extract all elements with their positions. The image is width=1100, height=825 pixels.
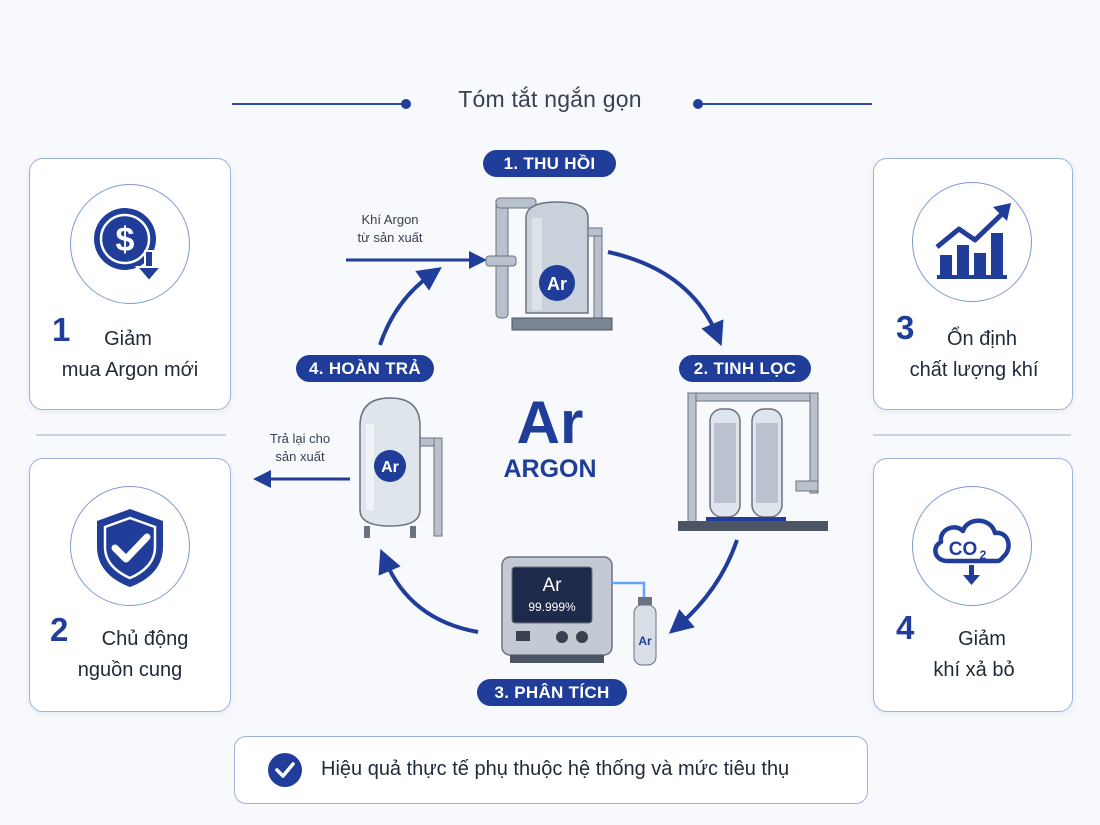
page-title: Tóm tắt ngắn gọn [458,86,642,112]
divider-left [36,434,226,436]
center-name: ARGON [503,455,597,483]
analyzer-symbol: Ar [543,575,563,596]
co2-cloud-icon: CO 2 [933,518,1011,585]
return-tank-illustration: Ar [359,397,443,538]
shield-check-icon [97,509,163,587]
cylinder-symbol: Ar [638,634,652,648]
output-label-line1: Trả lại cho [269,431,331,446]
co2-subscript: 2 [980,548,987,562]
return-tank-symbol: Ar [381,459,399,476]
tank-symbol: Ar [547,274,567,294]
analyzer-illustration: Ar 99.999% Ar [501,556,657,666]
benefit-card-4: CO 2 4 Giảm khí xả bỏ [873,458,1073,712]
benefit-icon-circle: CO 2 [912,486,1032,606]
input-label-line1: Khí Argon [361,212,419,227]
input-label-line2: từ sản xuất [357,230,423,245]
arrow-4-to-1 [378,267,442,346]
benefit-card-2: 2 Chủ động nguồn cung [29,458,231,712]
benefit-label-line2: chất lượng khí [909,359,1039,381]
footer-text: Hiệu quả thực tế phụ thuộc hệ thống và m… [321,758,790,780]
arrow-1-to-2 [607,250,724,347]
chart-up-icon [935,203,1011,279]
center-symbol: Ar [516,389,584,456]
divider-right [873,434,1071,436]
benefit-label-line2: khí xả bỏ [933,659,1015,681]
purification-filters-illustration [678,392,828,531]
step-1-label: 1. THU HỒI [483,150,616,177]
title-dot-right [693,99,703,109]
svg-text:$: $ [116,221,135,259]
benefit-label-line1: Giảm [958,628,1006,650]
arrow-2-to-3 [668,539,739,634]
benefit-card-3: 3 Ổn định chất lượng khí [873,158,1073,410]
step-3-label: 3. PHÂN TÍCH [477,679,627,706]
dollar-down-icon: $ [94,208,164,283]
arrow-3-to-4 [378,548,479,634]
step-2-label: 2. TINH LỌC [679,355,811,382]
benefit-number: 1 [52,311,71,348]
benefit-label-line1: Ổn định [946,328,1018,350]
benefit-label-line2: nguồn cung [77,659,183,681]
benefit-number: 3 [896,309,915,346]
benefit-number: 4 [896,609,915,646]
title-line-left [232,103,402,105]
benefit-icon-circle [912,182,1032,302]
benefit-label-line1: Chủ động [101,628,189,650]
benefit-label-line1: Giảm [104,328,152,350]
co2-text: CO [949,539,978,560]
check-circle-icon [268,753,302,787]
benefit-number: 2 [50,611,69,648]
title-line-right [702,103,872,105]
recovery-tank-illustration: Ar [485,197,613,331]
output-label-line2: sản xuất [275,449,325,464]
analyzer-reading: 99.999% [528,600,576,614]
benefit-icon-circle: $ [70,184,190,304]
benefit-label-line2: mua Argon mới [61,359,199,381]
title-dot-left [401,99,411,109]
benefit-icon-circle [70,486,190,606]
footer-note-box: Hiệu quả thực tế phụ thuộc hệ thống và m… [234,736,868,804]
step-4-label: 4. HOÀN TRẢ [296,355,434,382]
benefit-card-1: $ 1 Giảm mua Argon mới [29,158,231,410]
